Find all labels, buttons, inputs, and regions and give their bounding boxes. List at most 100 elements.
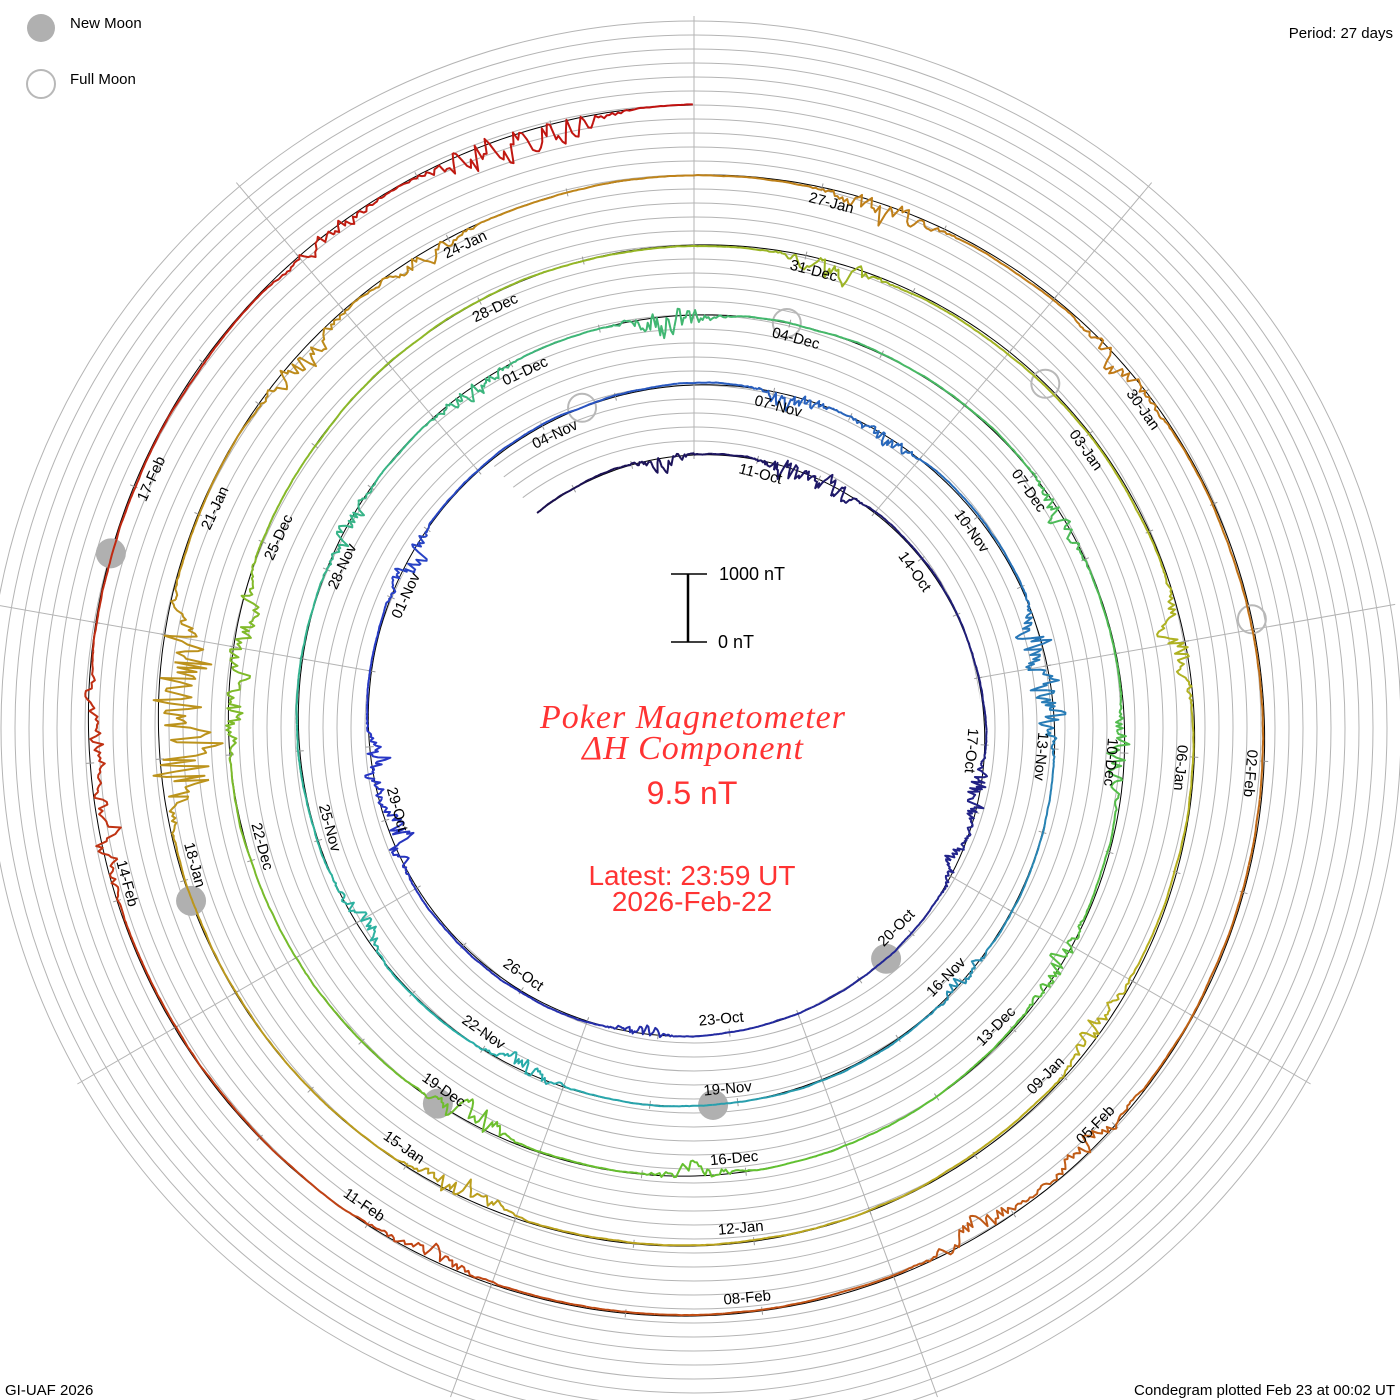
trace-segment [84,651,100,723]
trace-segment [103,514,126,583]
trace-segment [618,460,651,469]
trace-segment [1189,732,1195,792]
trace-segment [460,1034,502,1058]
trace-segment [1046,498,1073,544]
current-value: 9.5 nT [647,775,738,811]
trace-segment [373,611,385,650]
trace-segment [1034,1146,1087,1197]
trace-segment [938,472,969,504]
trace-segment [712,452,745,458]
trace-segment [1094,585,1112,634]
trace-segment [668,1103,713,1108]
trace-segment [715,1167,768,1176]
trace-segment [340,1017,379,1058]
trace-segment [649,452,682,474]
trace-segment [708,1029,745,1037]
trace-segment [755,1088,799,1101]
trace-segment [677,381,718,385]
trace-segment [560,253,616,268]
day-tick [1145,529,1154,534]
trace-segment [974,663,984,698]
trace-segment [152,722,224,783]
trace-segment [472,956,503,982]
trace-segment [225,722,238,778]
trace-segment [830,486,865,506]
trace-segment [912,999,947,1030]
trace-segment [1037,1053,1077,1102]
trace-segment [494,432,529,457]
day-tick [772,387,776,396]
date-label: 02-Feb [1240,749,1261,798]
trace-segment [249,1013,288,1064]
new-moon-marker [422,1088,453,1119]
trace-segment [1257,667,1264,734]
date-label: 13-Nov [1030,732,1051,782]
trace-segment [1115,682,1124,733]
trace-segment [944,831,972,862]
day-tick [518,987,524,995]
trace-segment [731,175,796,186]
trace-segment [890,284,943,310]
trace-segment [805,470,837,497]
full-moon-marker [1030,368,1061,399]
trace-segment [778,1220,837,1238]
trace-segment [217,960,251,1015]
trace-segment [981,697,988,731]
new-moon-legend-label: New Moon [70,15,142,32]
trace-segment [333,1201,395,1238]
trace-segment [863,344,908,368]
trace-segment [190,1051,235,1108]
trace-segment [945,967,976,1001]
date-label: 28-Nov [325,541,361,592]
trace-segment [386,430,421,467]
trace-segment [1015,609,1053,651]
trace-segment [1081,1101,1132,1154]
trace-segment [855,1262,920,1290]
trace-segment [892,1171,946,1202]
trace-segment [186,329,230,389]
date-label: 23-Oct [698,1009,745,1030]
trace-segment [390,153,457,193]
trace-segment [280,1156,335,1203]
trace-segment [1247,799,1261,866]
trace-segment [654,1312,723,1317]
trace-segment [834,409,873,429]
trace-segment [769,318,818,332]
trace-segment [389,830,415,871]
trace-segment [189,480,215,540]
trace-segment [940,858,955,895]
day-tick [895,1034,901,1043]
trace-segment [508,266,562,288]
trace-segment [232,1106,282,1159]
trace-segment [877,1027,914,1055]
trace-segment [274,464,304,513]
trace-segment [1049,925,1082,976]
trace-segment [365,686,370,726]
new-moon-marker [176,885,207,916]
trace-segment [526,413,563,434]
trace-segment [446,930,474,959]
date-label: 21-Jan [198,484,233,533]
trace-segment [465,454,496,483]
trace-segment [872,425,904,455]
day-tick [630,460,634,469]
trace-segment [718,1235,779,1246]
trace-segment [636,1024,674,1039]
full-moon-marker [771,307,802,338]
day-tick [1239,890,1248,895]
day-tick [430,414,437,421]
trace-segment [896,921,922,949]
trace-segment [993,1099,1040,1140]
trace-segment [150,387,189,450]
trace-segment [333,378,373,422]
new-moon-marker [95,538,126,569]
trace-segment [615,246,671,256]
trace-segment [296,724,302,771]
trace-segment [1045,773,1054,816]
trace-segment [1032,374,1075,417]
trace-segment [743,1019,779,1031]
trace-segment [658,1243,720,1247]
trace-segment [1074,1006,1111,1056]
date-label: 06-Jan [1170,744,1191,791]
